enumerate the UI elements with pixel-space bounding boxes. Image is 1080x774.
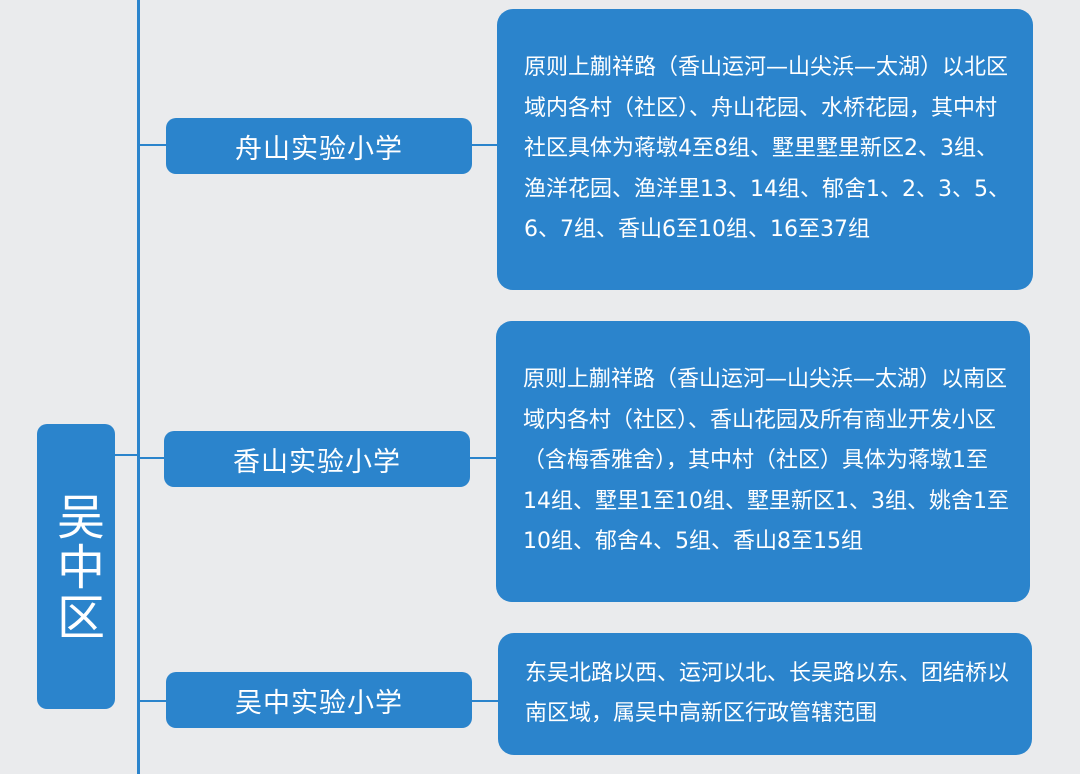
branch-line	[470, 457, 496, 459]
district-node: 吴中区	[37, 424, 115, 709]
school-district-box: 原则上蒯祥路（香山运河—山尖浜—太湖）以南区域内各村（社区）、香山花园及所有商业…	[496, 321, 1030, 602]
school-district-text: 东吴北路以西、运河以北、长吴路以东、团结桥以南区域，属吴中高新区行政管辖范围	[525, 660, 1010, 727]
branch-line	[139, 700, 166, 702]
tree-trunk-line	[137, 0, 140, 774]
district-label: 吴中区	[48, 491, 104, 642]
school-name: 香山实验小学	[233, 446, 401, 478]
branch-line	[139, 457, 164, 459]
school-name: 舟山实验小学	[235, 133, 403, 165]
school-node: 舟山实验小学	[166, 118, 472, 174]
branch-line	[139, 144, 166, 146]
branch-line	[472, 144, 499, 146]
school-district-box: 原则上蒯祥路（香山运河—山尖浜—太湖）以北区域内各村（社区）、舟山花园、水桥花园…	[497, 9, 1033, 290]
school-name: 吴中实验小学	[235, 687, 403, 719]
school-district-text: 原则上蒯祥路（香山运河—山尖浜—太湖）以北区域内各村（社区）、舟山花园、水桥花园…	[524, 55, 1010, 243]
district-connector-line	[115, 454, 139, 456]
school-district-box: 东吴北路以西、运河以北、长吴路以东、团结桥以南区域，属吴中高新区行政管辖范围	[498, 633, 1032, 755]
school-district-text: 原则上蒯祥路（香山运河—山尖浜—太湖）以南区域内各村（社区）、香山花园及所有商业…	[523, 367, 1009, 555]
school-node: 吴中实验小学	[166, 672, 472, 728]
branch-line	[472, 700, 498, 702]
school-node: 香山实验小学	[164, 431, 470, 487]
